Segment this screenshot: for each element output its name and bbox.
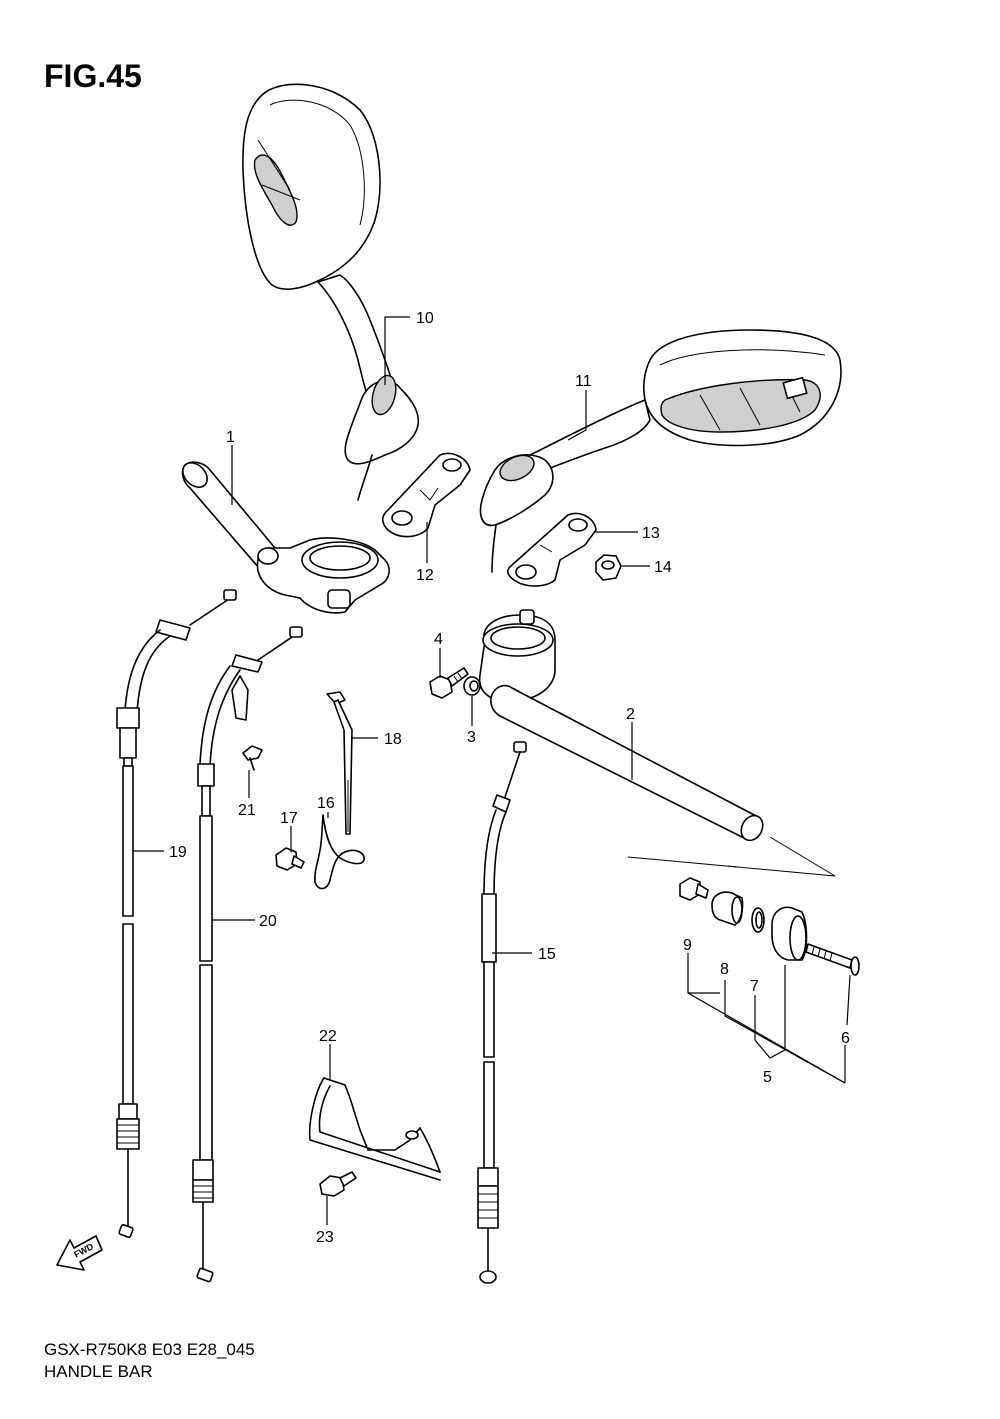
part-22-cable-guide	[308, 1077, 441, 1181]
callout-5: 5	[763, 1069, 772, 1086]
fwd-arrow-icon: FWD	[56, 1235, 103, 1271]
part-6-screw	[805, 943, 860, 976]
callout-4: 4	[434, 631, 443, 648]
part-16-clip	[314, 814, 365, 890]
callout-15: 15	[538, 946, 556, 963]
part-10-left-mirror	[242, 83, 420, 501]
part-23-bolt	[319, 1171, 357, 1197]
part-19-throttle-cable-1	[116, 589, 237, 1238]
callout-20: 20	[259, 913, 277, 930]
callout-10: 10	[416, 310, 434, 327]
part-21-screw	[242, 745, 263, 771]
part-12-mirror-bracket-left	[381, 452, 471, 538]
callout-3: 3	[467, 729, 476, 746]
part-7-washer	[751, 907, 765, 933]
callout-11: 11	[575, 373, 592, 390]
figure-title: FIG.45	[44, 58, 142, 94]
part-18-clamp	[326, 691, 353, 835]
part-17-bolt	[275, 847, 305, 871]
callout-6: 6	[841, 1030, 850, 1047]
callout-1: 1	[226, 429, 235, 446]
assembly-reference-lines	[627, 836, 836, 877]
callout-13: 13	[642, 525, 660, 542]
callout-17: 17	[280, 810, 298, 827]
part-3-collar	[463, 676, 481, 696]
section-name: HANDLE BAR	[44, 1362, 153, 1381]
callout-16: 16	[317, 795, 335, 812]
callout-19: 19	[169, 844, 187, 861]
part-13-mirror-bracket-right	[506, 512, 597, 587]
callout-2: 2	[626, 706, 635, 723]
part-11-right-mirror	[479, 329, 842, 573]
callout-labels: 1 2 3 4 5 6 7 8 9 10 11 12 13 14 15 16 1…	[169, 310, 850, 1246]
part-4-bolt	[429, 667, 469, 699]
callout-22: 22	[319, 1028, 337, 1045]
leader-lines	[133, 316, 851, 1225]
callout-23: 23	[316, 1229, 334, 1246]
callout-21: 21	[238, 802, 256, 819]
callout-8: 8	[720, 961, 729, 978]
part-15-clutch-cable	[477, 741, 527, 1284]
part-8-spacer	[711, 891, 744, 926]
part-1-handlebar-left	[181, 461, 390, 614]
part-5-bar-end-weight	[771, 906, 808, 961]
callout-18: 18	[384, 731, 402, 748]
callout-12: 12	[416, 567, 434, 584]
part-20-throttle-cable-2	[192, 626, 303, 1283]
callout-9: 9	[683, 937, 692, 954]
part-9-bolt	[679, 877, 709, 901]
callout-14: 14	[654, 559, 672, 576]
part-14-nut	[595, 554, 622, 581]
model-code: GSX-R750K8 E03 E28_045	[44, 1340, 255, 1359]
part-2-handlebar-right	[478, 609, 764, 842]
callout-7: 7	[750, 978, 759, 995]
